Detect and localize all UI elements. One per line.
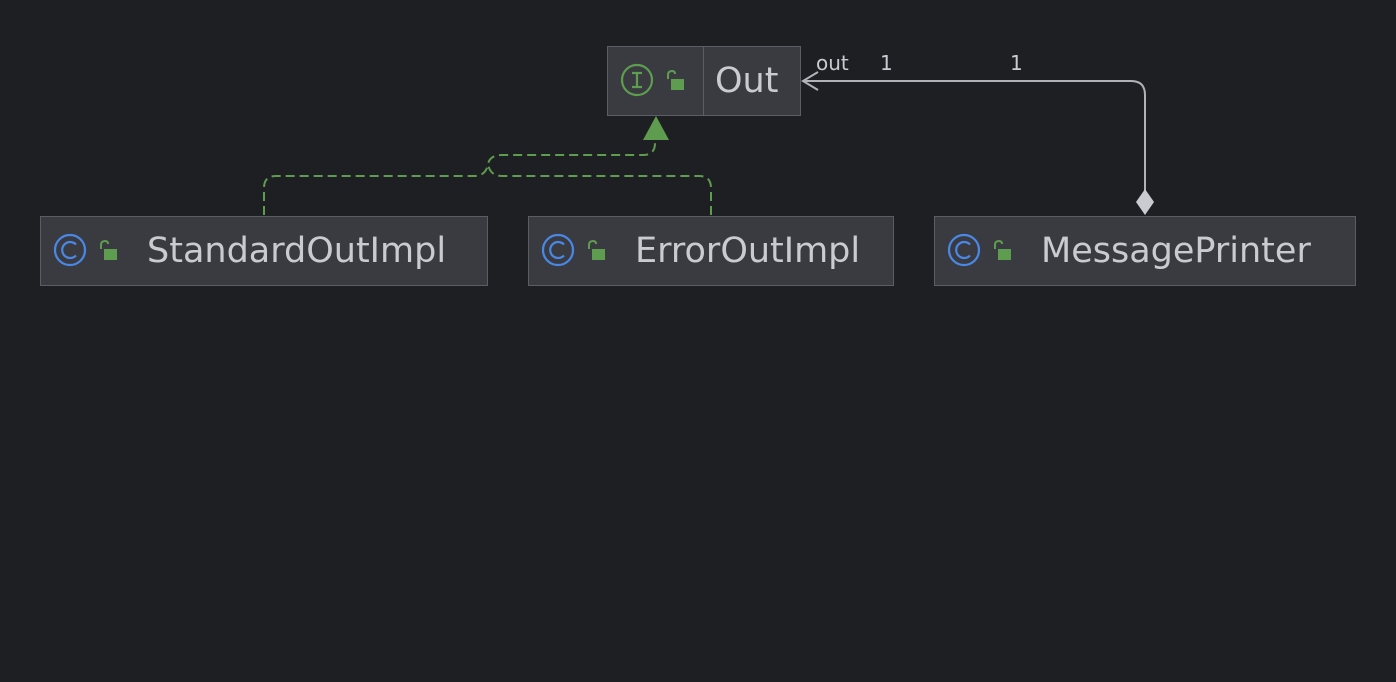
composition-line xyxy=(803,80,1146,192)
public-lock-icon xyxy=(994,240,1011,260)
node-name: Out xyxy=(715,61,779,101)
public-lock-icon xyxy=(588,240,605,260)
realization-line-error xyxy=(487,163,712,215)
class-icon xyxy=(53,233,87,267)
realization-arrowhead xyxy=(643,116,669,140)
source-multiplicity-label: 1 xyxy=(1010,51,1023,75)
node-name: ErrorOutImpl xyxy=(635,231,861,271)
node-message-printer[interactable]: MessagePrinter xyxy=(934,216,1356,286)
node-standard-out-impl[interactable]: StandardOutImpl xyxy=(40,216,488,286)
public-lock-icon xyxy=(100,240,117,260)
composition-diamond xyxy=(1136,189,1154,215)
node-separator xyxy=(703,47,704,115)
realization-edge[interactable] xyxy=(263,138,712,215)
node-name: MessagePrinter xyxy=(1041,231,1311,271)
node-error-out-impl[interactable]: ErrorOutImpl xyxy=(528,216,894,286)
class-icon xyxy=(947,233,981,267)
node-name: StandardOutImpl xyxy=(147,231,447,271)
realization-line-standard xyxy=(263,138,656,215)
composition-role-label: out xyxy=(816,51,849,75)
composition-edge[interactable] xyxy=(801,71,1146,192)
target-multiplicity-label: 1 xyxy=(880,51,893,75)
interface-icon xyxy=(620,63,654,97)
public-lock-icon xyxy=(667,70,684,90)
association-arrowhead xyxy=(801,71,819,91)
node-out[interactable]: Out xyxy=(607,46,801,116)
class-icon xyxy=(541,233,575,267)
